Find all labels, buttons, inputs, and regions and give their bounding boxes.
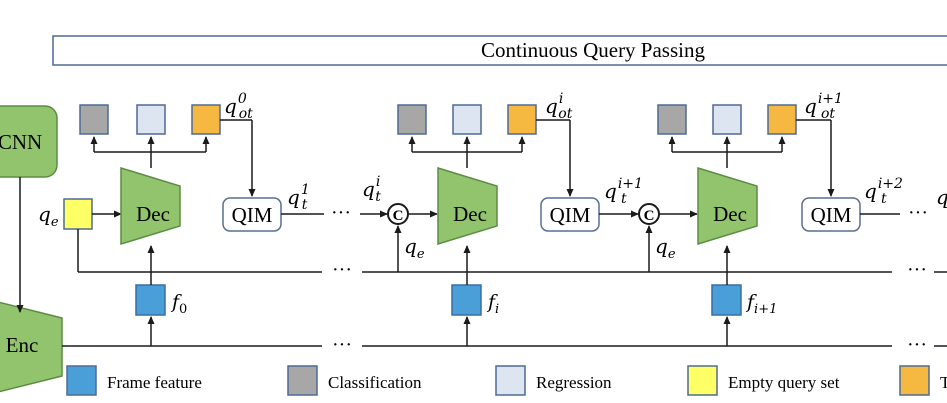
empty-query-box bbox=[63, 198, 93, 230]
query-ellipsis-1: ··· bbox=[332, 259, 352, 281]
track-query-box-0 bbox=[191, 104, 221, 135]
legend: Frame feature Classification Regression Emp… bbox=[66, 365, 947, 396]
stage-ellipsis-2: ··· bbox=[908, 202, 928, 224]
regression-box-0 bbox=[136, 104, 166, 135]
decoder-block-0 bbox=[120, 166, 181, 246]
cut-q-label: q bbox=[936, 185, 947, 209]
classification-box-i1 bbox=[657, 104, 687, 135]
classification-box-i bbox=[397, 104, 427, 135]
legend-regression-swatch bbox=[495, 365, 526, 396]
title-text: Continuous Query Passing bbox=[481, 38, 706, 62]
decoder-block-i1 bbox=[697, 166, 758, 246]
legend-frame-feature-swatch bbox=[66, 365, 97, 396]
cnn-label: CNN bbox=[0, 130, 42, 154]
query-ellipsis-2: ··· bbox=[907, 259, 927, 281]
frame-feature-box-0 bbox=[135, 284, 166, 316]
frame-feature-box-i1 bbox=[711, 284, 742, 316]
legend-classification-label: Classification bbox=[328, 373, 422, 392]
regression-box-i1 bbox=[712, 104, 742, 135]
legend-track-query-swatch bbox=[899, 365, 930, 396]
feature-ellipsis-2: ··· bbox=[907, 334, 927, 356]
f0-label: f0 bbox=[170, 291, 187, 317]
qe-concat1-label: qe bbox=[404, 234, 425, 262]
track-query-box-i bbox=[507, 104, 537, 135]
concat-label-1: C bbox=[393, 208, 404, 224]
title-banner bbox=[52, 35, 947, 66]
cnn-block bbox=[0, 105, 58, 178]
concat-label-2: C bbox=[644, 208, 655, 224]
qim-label-i1: QIM bbox=[811, 203, 852, 227]
qim-label-0: QIM bbox=[232, 203, 273, 227]
track-query-box-i1 bbox=[767, 104, 797, 135]
feature-ellipsis-1: ··· bbox=[332, 334, 352, 356]
legend-frame-feature-label: Frame feature bbox=[107, 373, 202, 392]
legend-classification-swatch bbox=[287, 365, 318, 396]
fi1-label: fi+1 bbox=[745, 291, 777, 317]
legend-regression-label: Regression bbox=[536, 373, 612, 392]
qim-label-i: QIM bbox=[550, 203, 591, 227]
q-e-input-label: qe bbox=[38, 202, 59, 230]
legend-empty-query-set-label: Empty query set bbox=[728, 373, 840, 392]
frame-feature-box-i bbox=[451, 284, 482, 316]
decoder-block-i bbox=[437, 166, 498, 246]
stage-ellipsis-1: ··· bbox=[331, 202, 351, 224]
decoder-label-i1: Dec bbox=[713, 202, 747, 226]
decoder-label-0: Dec bbox=[136, 202, 170, 226]
fi-label: fi bbox=[486, 291, 499, 317]
qe-concat2-label: qe bbox=[655, 234, 676, 262]
enc-label: Enc bbox=[6, 333, 39, 357]
classification-box-0 bbox=[79, 104, 109, 135]
decoder-label-i: Dec bbox=[453, 202, 487, 226]
enc-block bbox=[0, 301, 63, 393]
regression-box-i bbox=[452, 104, 482, 135]
legend-track-query-label: T bbox=[940, 373, 947, 392]
legend-empty-query-set-swatch bbox=[687, 365, 718, 396]
